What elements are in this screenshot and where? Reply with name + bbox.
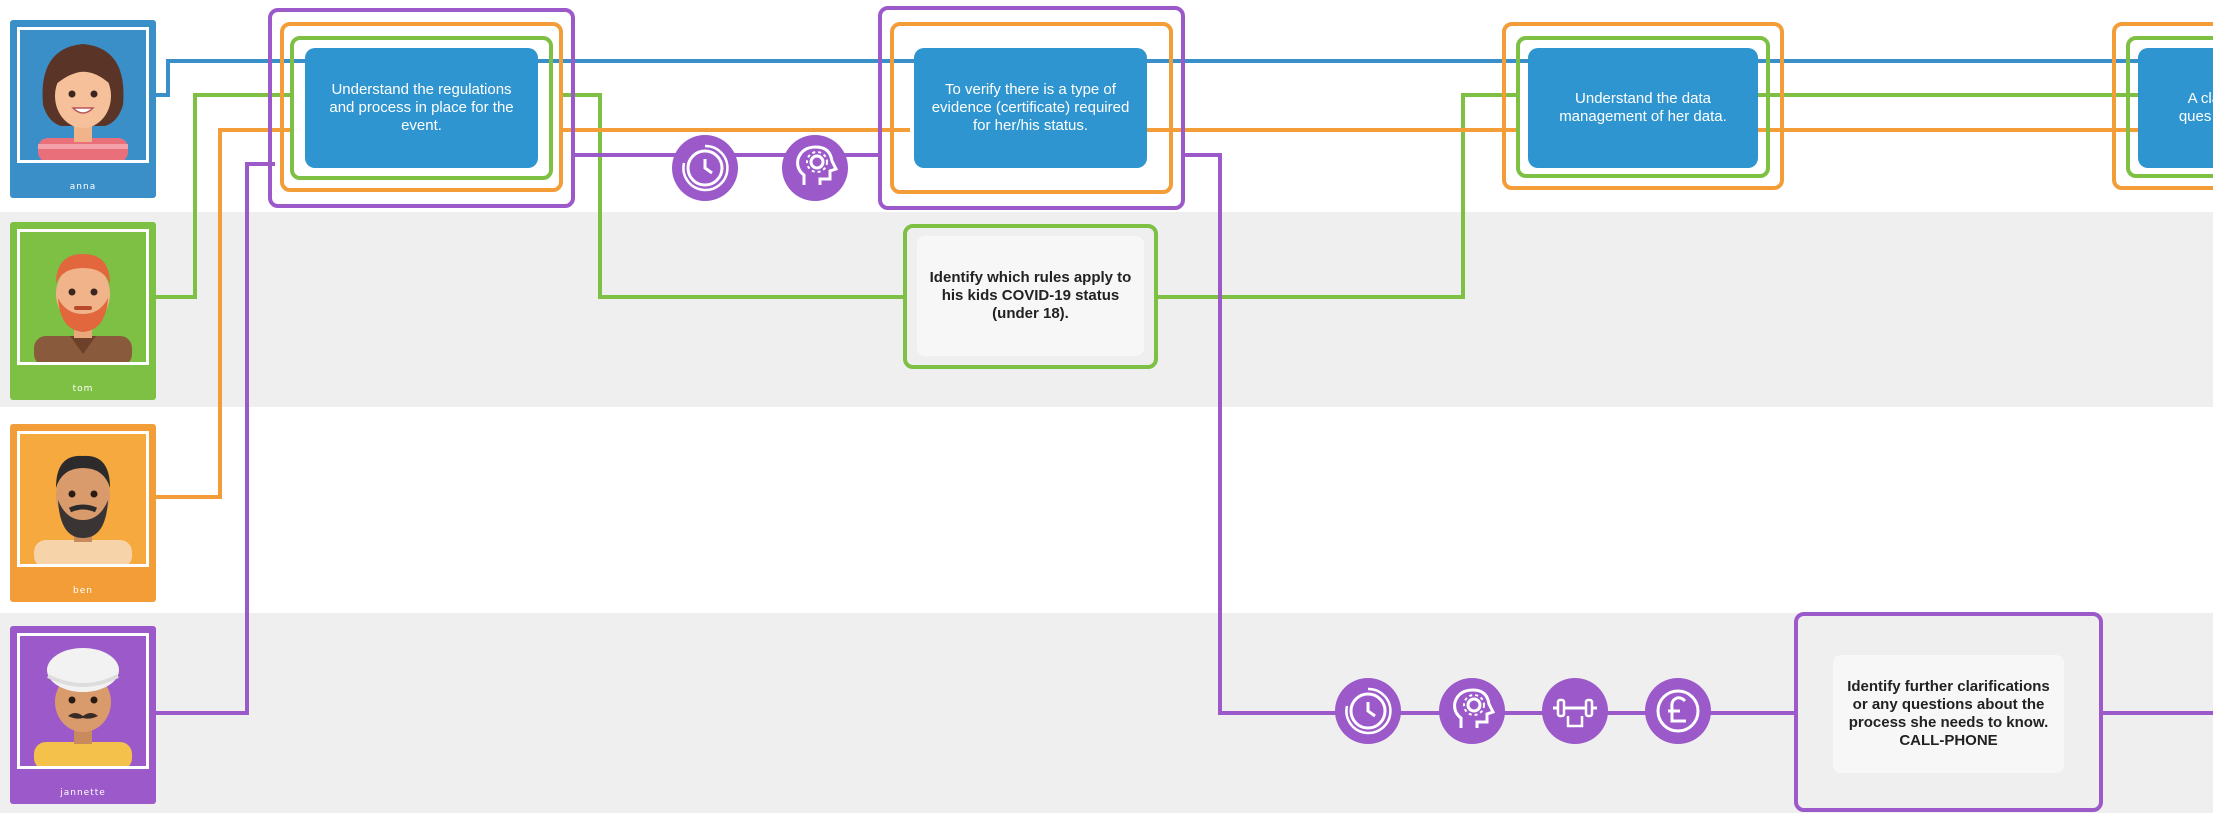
step-ring-orange <box>280 22 563 192</box>
mind-gear-icon <box>1439 678 1505 744</box>
persona-tom[interactable]: tom <box>10 222 156 400</box>
persona-jannette[interactable]: jannette <box>10 626 156 804</box>
step-card-clarifications[interactable]: Identify further clarifications or any q… <box>1833 655 2064 773</box>
ben-avatar <box>17 431 149 567</box>
line-jannette <box>156 162 275 715</box>
step-card-understand-data[interactable]: Understand the data management of her da… <box>1528 48 1758 168</box>
step-card-understand-regulations[interactable]: Understand the regulations and process i… <box>305 48 538 168</box>
anna-avatar <box>17 27 149 163</box>
step-card-identify-rules[interactable]: Identify which rules apply to his kids C… <box>917 236 1144 356</box>
step-ring-purple <box>268 8 575 208</box>
step-ring-green <box>1516 36 1770 178</box>
step-card-partial[interactable]: A clari ques pro <box>2138 48 2213 168</box>
persona-ben[interactable]: ben <box>10 424 156 602</box>
step-ring-orange <box>1502 22 1784 190</box>
step-ring-green <box>290 36 553 180</box>
fitness-icon <box>1542 678 1608 744</box>
line-tom-to-rules <box>560 93 905 299</box>
timer-icon <box>672 135 738 201</box>
mind-gear-icon <box>782 135 848 201</box>
line-tom <box>156 93 290 299</box>
step-ring-purple <box>878 6 1185 210</box>
line-ben <box>156 128 290 499</box>
step-ring-orange <box>890 22 1173 194</box>
persona-anna[interactable]: anna <box>10 20 156 198</box>
tom-avatar <box>17 229 149 365</box>
step-card-verify-evidence[interactable]: To verify there is a type of evidence (c… <box>914 48 1147 168</box>
step-ring-orange <box>2112 22 2213 190</box>
line-tom-to-data <box>1158 93 1520 299</box>
persona-name: jannette <box>60 788 106 798</box>
pound-icon <box>1645 678 1711 744</box>
step-ring-green <box>2126 36 2213 178</box>
line-jannette-to-call <box>1182 153 1796 715</box>
step-ring-purple <box>1794 612 2103 812</box>
persona-name: ben <box>73 586 93 596</box>
timer-icon <box>1335 678 1401 744</box>
persona-name: anna <box>69 182 97 192</box>
line-anna <box>150 59 2213 97</box>
step-ring-green <box>903 224 1158 369</box>
jannette-avatar <box>17 633 149 769</box>
persona-name: tom <box>72 384 94 394</box>
